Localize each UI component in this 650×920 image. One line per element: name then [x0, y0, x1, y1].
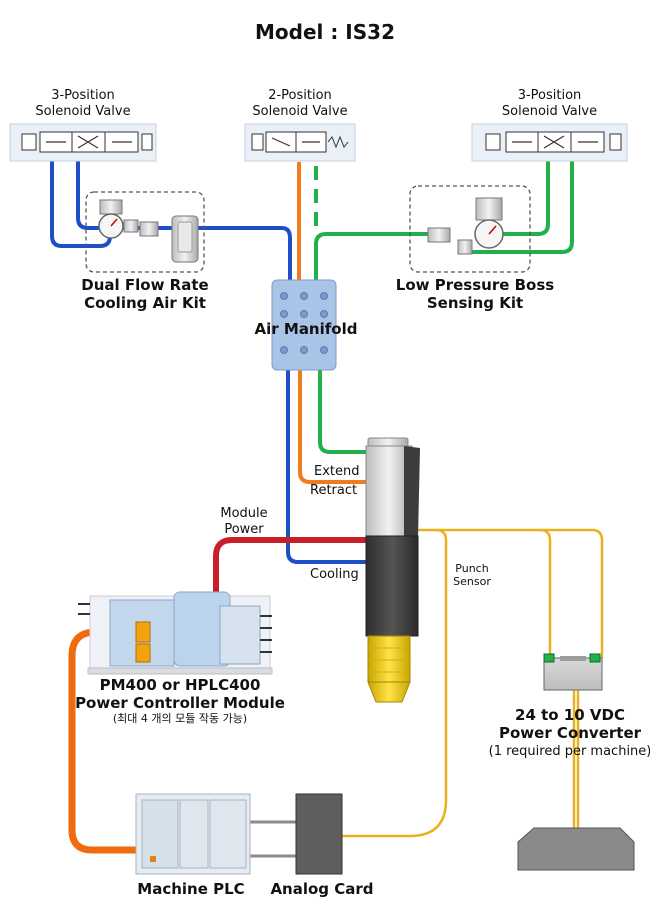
- power-controller-note: (최대 4 개의 모듈 작동 가능): [112, 712, 248, 725]
- analog-card-label: Analog Card: [270, 880, 374, 898]
- low-pressure-kit-label: Low Pressure Boss Sensing Kit: [395, 276, 555, 312]
- module-power-label: Module Power: [220, 506, 268, 537]
- power-converter-label: 24 to 10 VDC Power Converter: [498, 706, 642, 742]
- retract-port-label: Retract: [310, 483, 358, 498]
- power-controller-module: [78, 591, 273, 675]
- module-power-cable: [213, 537, 369, 635]
- air-manifold: [271, 279, 337, 371]
- lower-air-lines: [286, 368, 368, 564]
- dual-flow-kit: [98, 199, 199, 263]
- infrastake-tool: [365, 437, 420, 703]
- cooling-port-label: Cooling: [310, 567, 359, 582]
- solenoid-valve-right: [471, 123, 628, 162]
- punch-sensor-cable: [340, 528, 604, 838]
- solenoid-valve-left: [9, 123, 157, 162]
- machine-plc-label: Machine PLC: [137, 880, 245, 898]
- punch-sensor-label: Punch Sensor: [453, 562, 491, 589]
- dual-flow-kit-label: Dual Flow Rate Cooling Air Kit: [81, 276, 209, 312]
- infrastake-brand-label: InfraStake: [321, 590, 336, 667]
- page-title: Model : IS32: [255, 20, 395, 44]
- blue-air-line-upper: [50, 160, 292, 284]
- machine-plc: [135, 793, 251, 875]
- analog-card: [295, 793, 343, 875]
- machine-base: [517, 827, 635, 871]
- right-valve-label: 3-Position Solenoid Valve: [501, 88, 598, 119]
- power-converter-note: (1 required per machine): [488, 744, 650, 759]
- center-valve-label: 2-Position Solenoid Valve: [252, 88, 348, 119]
- low-pressure-kit: [427, 197, 504, 255]
- power-converter: [543, 653, 603, 691]
- solenoid-valve-center: [244, 123, 356, 162]
- plc-analog-wires: [250, 820, 296, 858]
- power-controller-label: PM400 or HPLC400 Power Controller Module: [75, 676, 285, 712]
- dual-flow-kit-outline: [85, 191, 205, 273]
- extend-port-label: Extend: [314, 464, 360, 479]
- plc-power-cable: [68, 628, 144, 854]
- low-pressure-kit-outline: [409, 185, 531, 273]
- air-manifold-label: Air Manifold: [254, 320, 358, 338]
- green-air-line-upper: [314, 160, 574, 284]
- left-valve-label: 3-Position Solenoid Valve: [35, 88, 131, 119]
